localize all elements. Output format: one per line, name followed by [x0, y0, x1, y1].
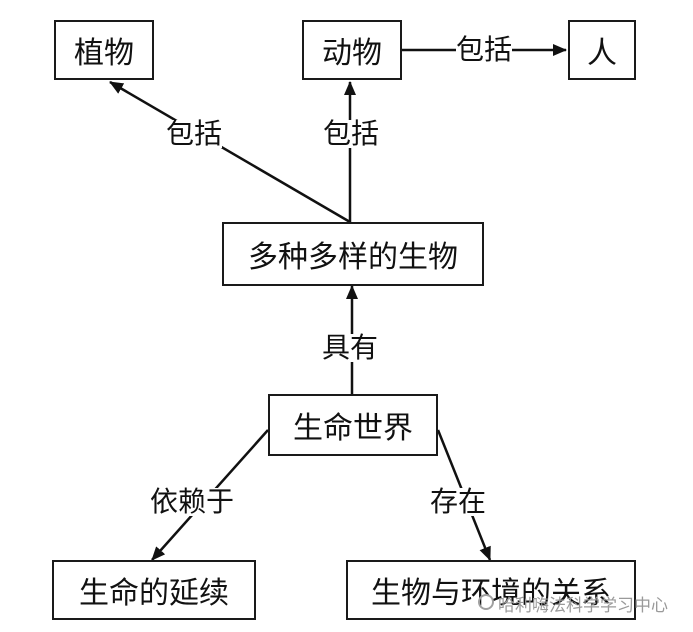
watermark-icon: [478, 594, 494, 610]
edge-diverse-plants: [109, 80, 351, 224]
edge-label-exists: 存在: [430, 485, 487, 518]
watermark-text: 哈利嗨法科学学习中心: [498, 596, 668, 616]
node-diverse-organisms: 多种多样的生物: [222, 222, 484, 286]
node-animals: 动物: [302, 20, 402, 80]
edge-label-depends-on: 依赖于: [150, 485, 235, 518]
edge-label-has: 具有: [322, 331, 379, 364]
edge-label-includes-plants: 包括: [166, 117, 223, 150]
node-human: 人: [568, 20, 636, 80]
node-plants: 植物: [54, 20, 154, 80]
edge-label-includes-human: 包括: [456, 33, 513, 66]
node-continuation-of-life: 生命的延续: [52, 560, 256, 620]
edge-label-includes-animals: 包括: [323, 117, 380, 150]
node-living-world: 生命世界: [268, 394, 438, 456]
